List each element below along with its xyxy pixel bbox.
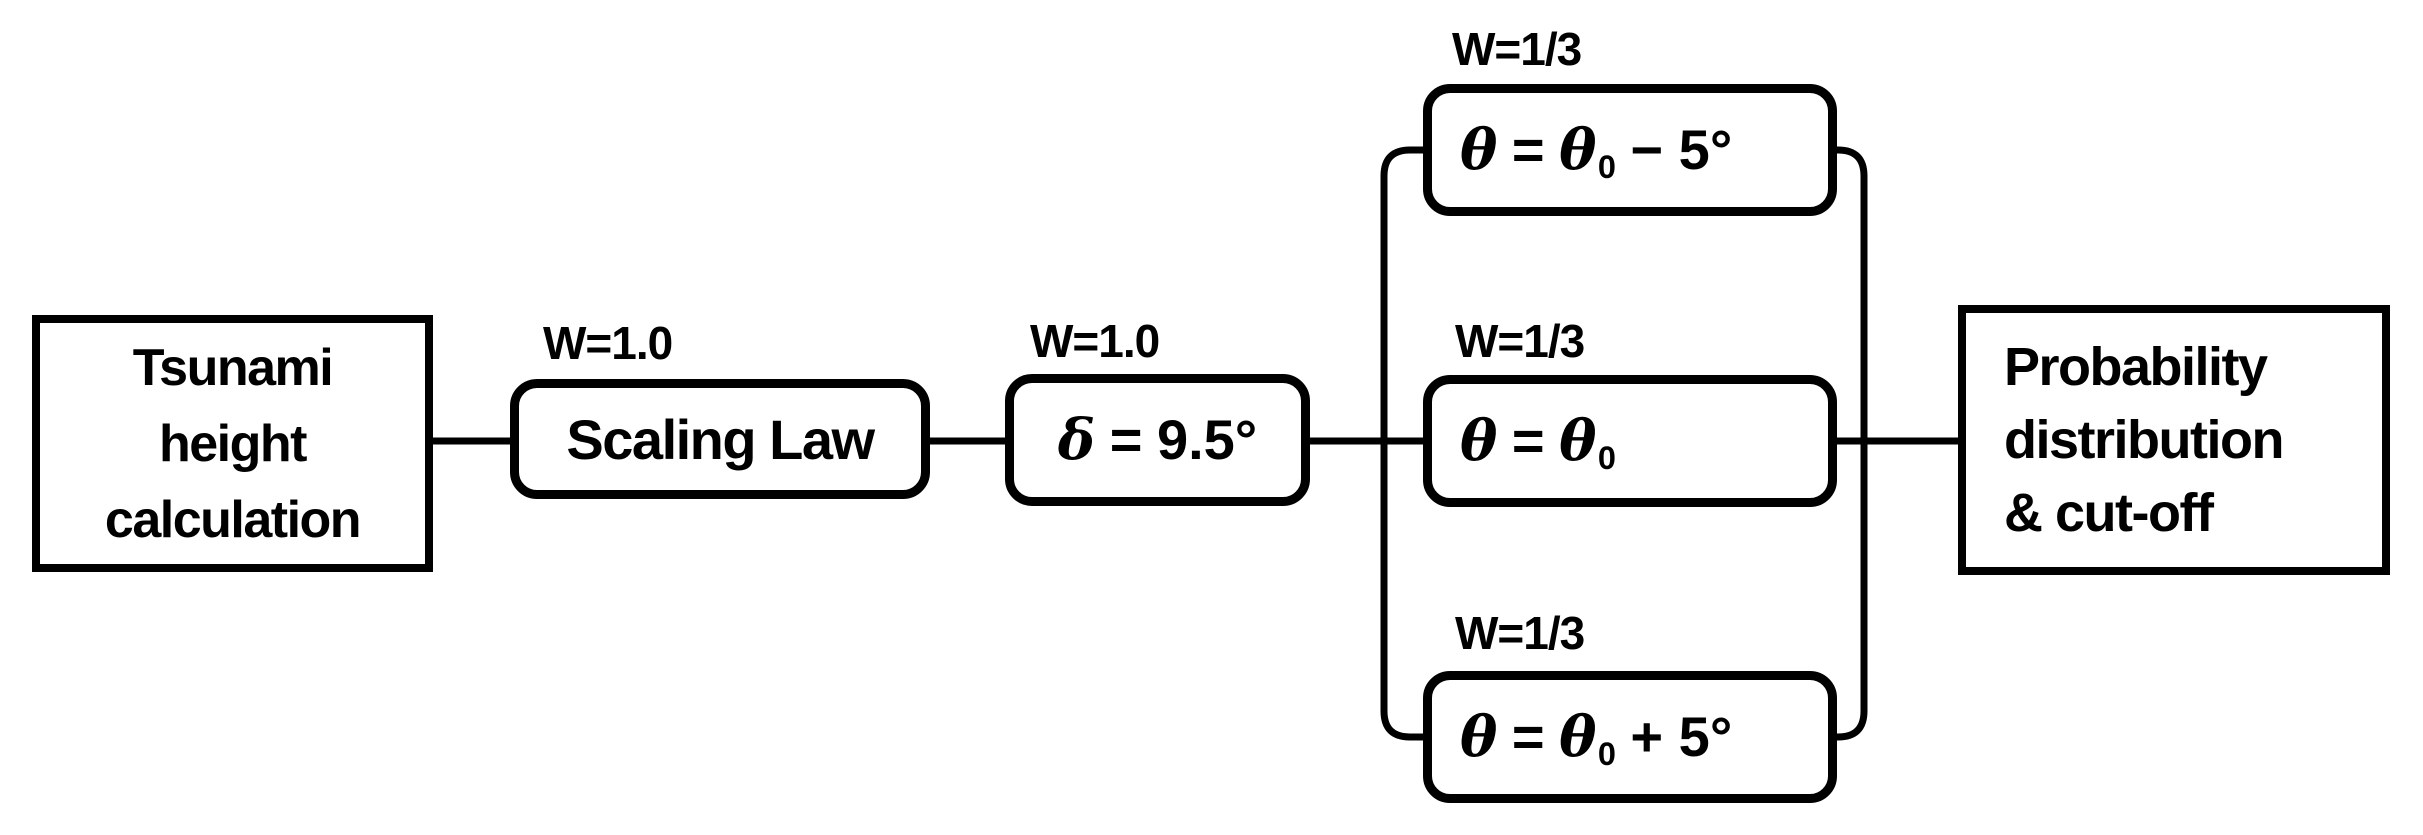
- theta-center-formula: θ=θ0: [1460, 408, 1630, 474]
- weight-label-scaling: W=1.0: [543, 317, 673, 369]
- dip-angle-node: δ=9.5°: [1005, 374, 1310, 506]
- theta-plus-formula: θ=θ0+ 5°: [1460, 704, 1732, 770]
- start-node-line-3: calculation: [104, 490, 362, 549]
- weight-label-dip-angle: W=1.0: [1030, 315, 1160, 367]
- theta-symbol: θ: [1460, 117, 1498, 183]
- theta-symbol: θ: [1460, 704, 1498, 770]
- scaling-law-label: Scaling Law: [566, 407, 875, 471]
- weight-label-theta-center: W=1/3: [1455, 315, 1585, 367]
- start-node: Tsunami height calculation: [32, 315, 433, 572]
- theta-subscript: 0: [1597, 149, 1616, 186]
- theta-plus-node: θ=θ0+ 5°: [1423, 671, 1837, 803]
- theta-base-symbol: θ: [1559, 117, 1597, 183]
- end-node-line-3: & cut-off: [2004, 482, 2214, 543]
- theta-offset: − 5°: [1630, 118, 1733, 181]
- end-node: Probability distribution & cut-off: [1958, 305, 2390, 575]
- theta-minus-node: θ=θ0− 5°: [1423, 84, 1837, 216]
- equals-sign: =: [1511, 409, 1545, 472]
- weight-label-theta-plus: W=1/3: [1455, 607, 1585, 659]
- end-node-line-1: Probability: [2004, 336, 2268, 397]
- theta-subscript: 0: [1597, 440, 1616, 477]
- theta-base-symbol: θ: [1559, 408, 1597, 474]
- equals-sign: =: [1109, 408, 1143, 471]
- wire-right-branch-rail: [1837, 146, 1868, 741]
- weight-label-theta-minus: W=1/3: [1452, 23, 1582, 75]
- theta-offset: + 5°: [1630, 705, 1733, 768]
- delta-symbol: δ: [1057, 407, 1096, 473]
- dip-angle-formula: δ=9.5°: [1058, 407, 1257, 473]
- equals-sign: =: [1511, 118, 1545, 181]
- start-node-line-1: Tsunami: [132, 338, 334, 397]
- theta-center-node: θ=θ0: [1423, 375, 1837, 507]
- theta-minus-formula: θ=θ0− 5°: [1460, 117, 1732, 183]
- end-node-line-2: distribution: [2004, 409, 2284, 470]
- scaling-law-node: Scaling Law: [510, 379, 930, 499]
- theta-subscript: 0: [1597, 736, 1616, 773]
- dip-angle-value: 9.5°: [1156, 408, 1258, 471]
- start-node-line-2: height: [159, 414, 307, 473]
- theta-base-symbol: θ: [1559, 704, 1597, 770]
- theta-symbol: θ: [1460, 408, 1498, 474]
- equals-sign: =: [1511, 705, 1545, 768]
- wire-left-branch-rail: [1380, 146, 1423, 741]
